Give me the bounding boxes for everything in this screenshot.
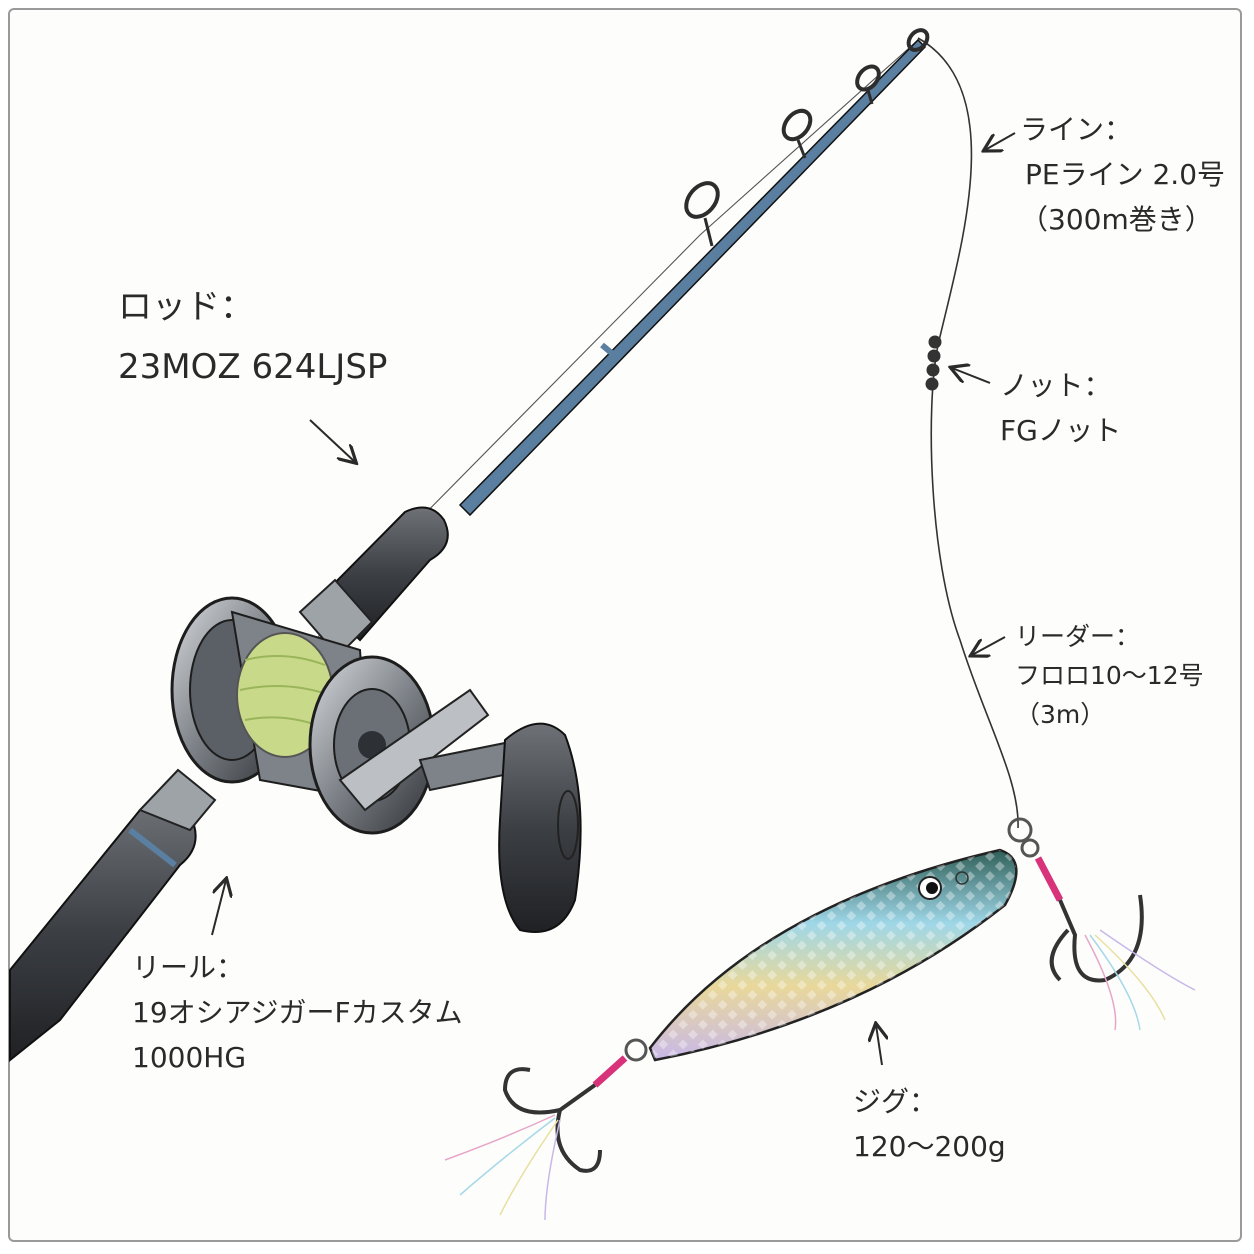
leader-label-title: リーダー： [1015,622,1141,651]
leader-label: リーダー： フロロ10〜12号 （3m） [1015,618,1204,734]
leader-label-value-2: （3m） [1015,699,1106,729]
knot-label: ノット： FGノット [1000,364,1121,454]
jig-label-value: 120〜200g [853,1129,1006,1163]
knot-beads [925,335,942,391]
knot-label-title: ノット： [1000,369,1112,402]
annotation-arrows [211,132,1016,1066]
rod-label-value: 23MOZ 624LJSP [118,346,388,387]
jig-arrow [876,1025,882,1066]
line-label-value-2: （300m巻き） [1020,202,1213,236]
line-label-value-1: PEライン 2.0号 [1025,157,1226,191]
line-label: ライン： PEライン 2.0号 （300m巻き） [1020,108,1225,242]
line-arrow [985,132,1016,150]
knot-label-value: FGノット [1000,413,1122,447]
reel-arrow [211,880,226,936]
rod-label: ロッド： 23MOZ 624LJSP [118,278,387,397]
rod-label-title: ロッド： [118,287,254,327]
jig [444,817,1196,1221]
jig-label: ジグ： 120〜200g [853,1080,1006,1170]
knot-arrow [952,368,991,384]
line-label-title: ライン： [1020,113,1133,146]
leader-label-value-1: フロロ10〜12号 [1015,660,1204,690]
reel-label: リール： 19オシアジガーFカスタム 1000HG [132,946,463,1080]
reel-label-title: リール： [132,951,245,984]
reel [170,596,582,933]
reel-label-value-1: 19オシアジガーFカスタム [132,995,463,1029]
reel-label-value-2: 1000HG [132,1040,247,1074]
jig-label-title: ジグ： [853,1085,938,1118]
rod-arrow [309,419,355,462]
main-line [917,37,1019,829]
rod [9,28,930,1063]
leader-arrow [972,636,1006,655]
